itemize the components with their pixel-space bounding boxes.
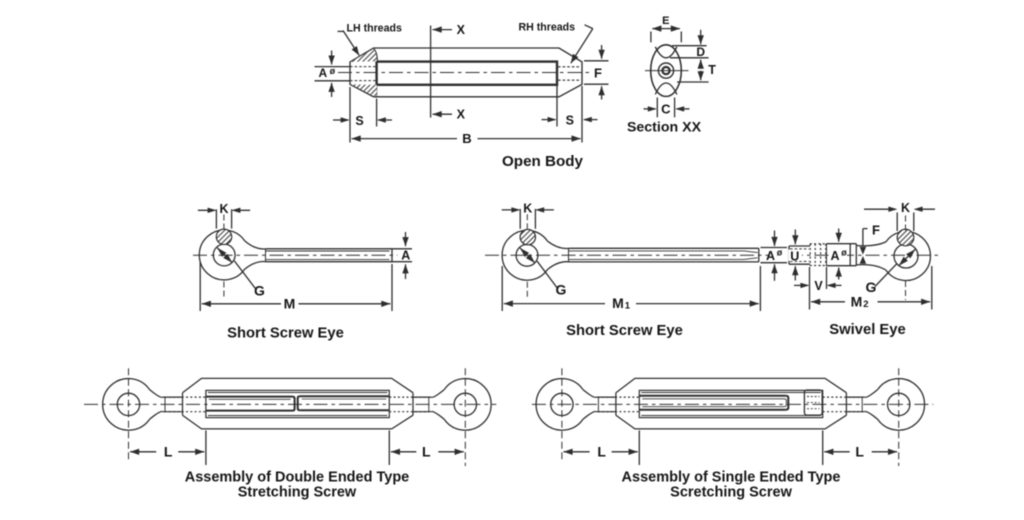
svg-text:G: G [254, 283, 265, 299]
svg-text:L: L [855, 443, 864, 459]
svg-text:Assembly of Single Ended Type: Assembly of Single Ended Type [622, 470, 841, 486]
svg-text:X: X [457, 108, 466, 122]
svg-text:S: S [566, 113, 574, 127]
svg-text:Assembly of Double Ended Type: Assembly of Double Ended Type [185, 470, 410, 486]
svg-text:T: T [708, 63, 716, 77]
svg-text:RH threads: RH threads [519, 22, 576, 34]
svg-text:Swivel Eye: Swivel Eye [829, 322, 906, 338]
svg-text:L: L [164, 443, 173, 459]
svg-text:M: M [612, 295, 624, 311]
svg-text:A: A [401, 248, 410, 262]
svg-text:M: M [851, 293, 863, 309]
svg-text:ø: ø [330, 66, 336, 76]
svg-text:F: F [872, 222, 880, 237]
svg-text:L: L [422, 443, 431, 459]
svg-text:Open Body: Open Body [502, 153, 584, 170]
svg-text:M: M [284, 295, 296, 311]
svg-text:LH threads: LH threads [347, 22, 402, 34]
svg-text:E: E [662, 15, 669, 27]
svg-text:K: K [523, 201, 532, 215]
svg-text:K: K [901, 201, 910, 215]
svg-text:F: F [594, 65, 602, 80]
svg-text:S: S [355, 114, 363, 128]
svg-text:D: D [696, 45, 705, 59]
svg-text:K: K [219, 202, 228, 216]
svg-text:2: 2 [863, 299, 868, 310]
svg-text:A: A [831, 249, 840, 263]
svg-text:X: X [457, 23, 466, 37]
svg-text:B: B [462, 131, 471, 146]
svg-text:U: U [790, 249, 799, 263]
svg-text:L: L [597, 443, 606, 459]
svg-text:A: A [766, 249, 775, 263]
svg-text:C: C [661, 102, 671, 117]
svg-text:ø: ø [841, 248, 847, 258]
svg-text:Scretching Screw: Scretching Screw [670, 485, 792, 501]
svg-text:Stretching Screw: Stretching Screw [238, 485, 357, 501]
svg-text:Section XX: Section XX [627, 119, 702, 135]
svg-text:ø: ø [777, 248, 783, 258]
svg-text:1: 1 [625, 301, 631, 312]
svg-text:G: G [556, 282, 567, 298]
svg-text:A: A [319, 66, 328, 80]
svg-text:Short Screw Eye: Short Screw Eye [227, 326, 344, 342]
svg-text:V: V [814, 279, 823, 293]
svg-text:Short Screw Eye: Short Screw Eye [566, 323, 683, 339]
svg-text:G: G [866, 279, 877, 295]
